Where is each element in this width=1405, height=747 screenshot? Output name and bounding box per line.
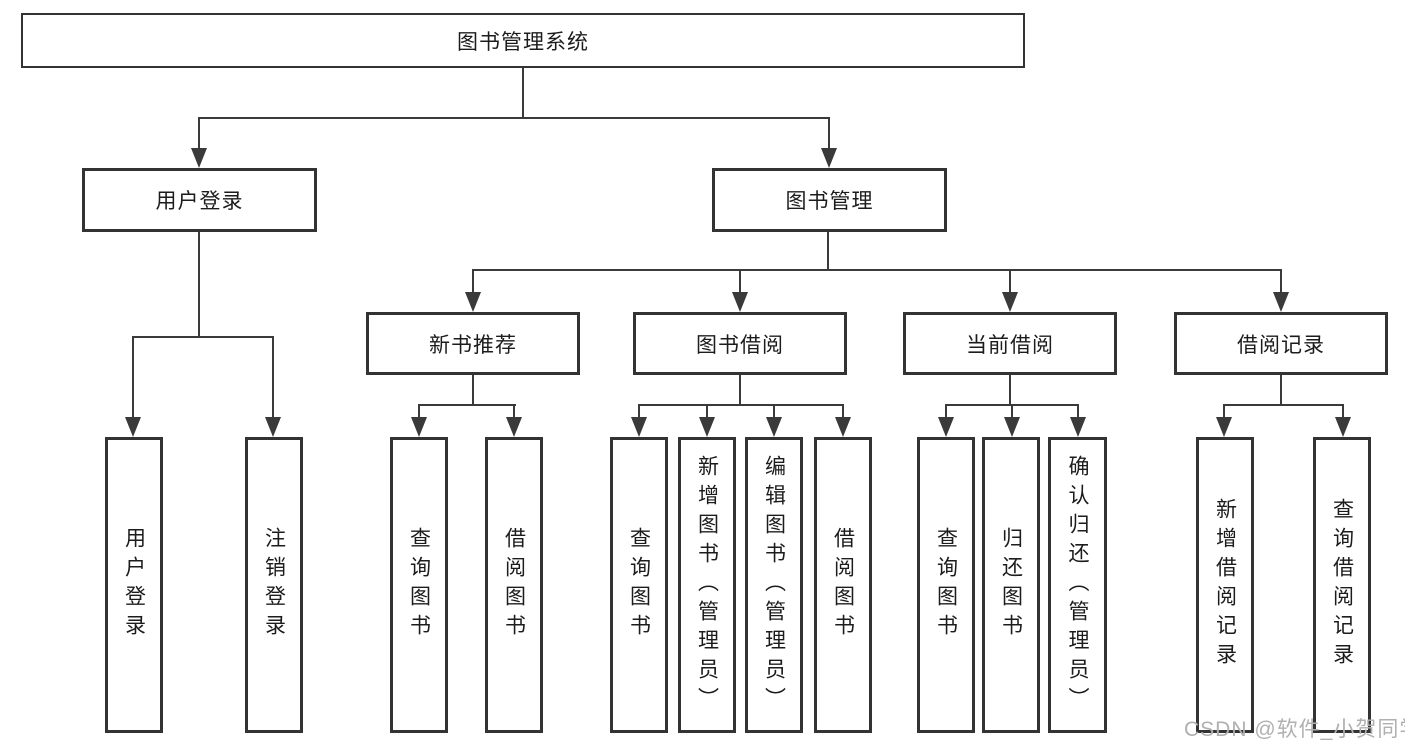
node-library-management-system: 图书管理系统 (21, 13, 1025, 68)
arrow-to-br-add-record (1216, 417, 1232, 437)
connector-root-to-mgmt-stem (828, 117, 830, 151)
leaf-logout-label: 注销登录 (262, 527, 286, 643)
connector-cb-leaf3-stem (1077, 404, 1079, 419)
connector-bb-leaf4-stem (842, 404, 844, 419)
leaf-bb-add-books: 新增图书（管理员） (678, 437, 736, 733)
connector-mgmt-l3-stem-1 (472, 269, 474, 295)
connector-bb-bar (638, 404, 844, 406)
csdn-watermark: CSDN @软件_小贺同学 (1184, 718, 1405, 741)
leaf-cb-return-books: 归还图书 (982, 437, 1040, 733)
node-current-borrowing: 当前借阅 (903, 312, 1117, 375)
connector-nb-bar (418, 404, 516, 406)
leaf-user-login-label: 用户登录 (122, 527, 146, 643)
connector-login-bar (132, 336, 274, 338)
connector-nb-leaf2-stem (513, 404, 515, 419)
connector-mgmt-l3-stem-3 (1009, 269, 1011, 295)
arrow-to-cb-confirm-return (1070, 417, 1086, 437)
arrow-to-current-borrowing (1002, 292, 1018, 312)
leaf-bb-query-books-label: 查询图书 (627, 527, 651, 643)
connector-br-leaf2-stem (1342, 404, 1344, 419)
leaf-cb-query-books-label: 查询图书 (934, 527, 958, 643)
arrow-to-borrowing-records (1273, 292, 1289, 312)
arrow-to-bb-borrow-books (835, 417, 851, 437)
arrow-to-cb-return-books (1004, 417, 1020, 437)
connector-nb-leaf1-stem (418, 404, 420, 419)
leaf-cb-return-books-label: 归还图书 (999, 527, 1023, 643)
connector-cb-leaf1-stem (945, 404, 947, 419)
connector-mgmt-l3-stem-2 (739, 269, 741, 295)
leaf-nb-borrow-books: 借阅图书 (485, 437, 543, 733)
connector-cb-stub (1009, 375, 1011, 406)
leaf-bb-edit-books-label: 编辑图书（管理员） (762, 454, 786, 716)
arrow-to-new-book-recommend (465, 292, 481, 312)
leaf-cb-confirm-return: 确认归还（管理员） (1048, 437, 1107, 733)
arrow-to-nb-query-books (411, 417, 427, 437)
arrow-to-book-management (821, 148, 837, 168)
node-user-login: 用户登录 (82, 168, 317, 232)
arrow-to-cb-query-books (938, 417, 954, 437)
arrow-to-bb-query-books (631, 417, 647, 437)
leaf-bb-borrow-books: 借阅图书 (814, 437, 872, 733)
connector-bb-leaf2-stem (706, 404, 708, 419)
connector-mgmt-bar (472, 269, 1282, 271)
connector-root-stub (522, 68, 524, 119)
connector-br-leaf1-stem (1223, 404, 1225, 419)
leaf-bb-add-books-label: 新增图书（管理员） (695, 454, 719, 716)
node-new-book-recommend: 新书推荐 (366, 312, 580, 375)
arrow-to-bb-add-books (699, 417, 715, 437)
connector-mgmt-stub (827, 232, 829, 271)
leaf-br-query-record: 查询借阅记录 (1313, 437, 1371, 733)
connector-cb-leaf2-stem (1011, 404, 1013, 419)
leaf-bb-borrow-books-label: 借阅图书 (831, 527, 855, 643)
arrow-to-book-borrowing (732, 292, 748, 312)
leaf-br-query-record-label: 查询借阅记录 (1330, 498, 1354, 672)
connector-br-bar (1223, 404, 1344, 406)
connector-login-leaf1-stem (132, 336, 134, 420)
arrow-to-bb-edit-books (766, 417, 782, 437)
connector-root-to-login-stem (198, 117, 200, 151)
connector-br-stub (1280, 375, 1282, 406)
connector-nb-stub (472, 375, 474, 406)
leaf-cb-query-books: 查询图书 (917, 437, 975, 733)
leaf-nb-query-books-label: 查询图书 (407, 527, 431, 643)
connector-bb-stub (739, 375, 741, 406)
arrow-to-leaf-logout (265, 417, 281, 437)
arrow-to-br-query-record (1335, 417, 1351, 437)
arrow-to-nb-borrow-books (506, 417, 522, 437)
leaf-cb-confirm-return-label: 确认归还（管理员） (1066, 454, 1089, 716)
leaf-nb-borrow-books-label: 借阅图书 (502, 527, 526, 643)
node-borrowing-records: 借阅记录 (1174, 312, 1388, 375)
connector-bb-leaf3-stem (773, 404, 775, 419)
leaf-bb-edit-books: 编辑图书（管理员） (745, 437, 803, 733)
leaf-nb-query-books: 查询图书 (390, 437, 448, 733)
connector-login-stub (198, 232, 200, 338)
arrow-to-user-login (191, 148, 207, 168)
connector-mgmt-l3-stem-4 (1280, 269, 1282, 295)
leaf-br-add-record-label: 新增借阅记录 (1213, 498, 1237, 672)
leaf-logout: 注销登录 (245, 437, 303, 733)
leaf-br-add-record: 新增借阅记录 (1196, 437, 1254, 733)
node-book-borrowing: 图书借阅 (633, 312, 847, 375)
leaf-bb-query-books: 查询图书 (610, 437, 668, 733)
connector-login-leaf2-stem (272, 336, 274, 420)
arrow-to-leaf-user-login (125, 417, 141, 437)
connector-bb-leaf1-stem (638, 404, 640, 419)
node-book-management: 图书管理 (712, 168, 947, 232)
connector-root-bar (198, 117, 830, 119)
leaf-user-login: 用户登录 (105, 437, 163, 733)
